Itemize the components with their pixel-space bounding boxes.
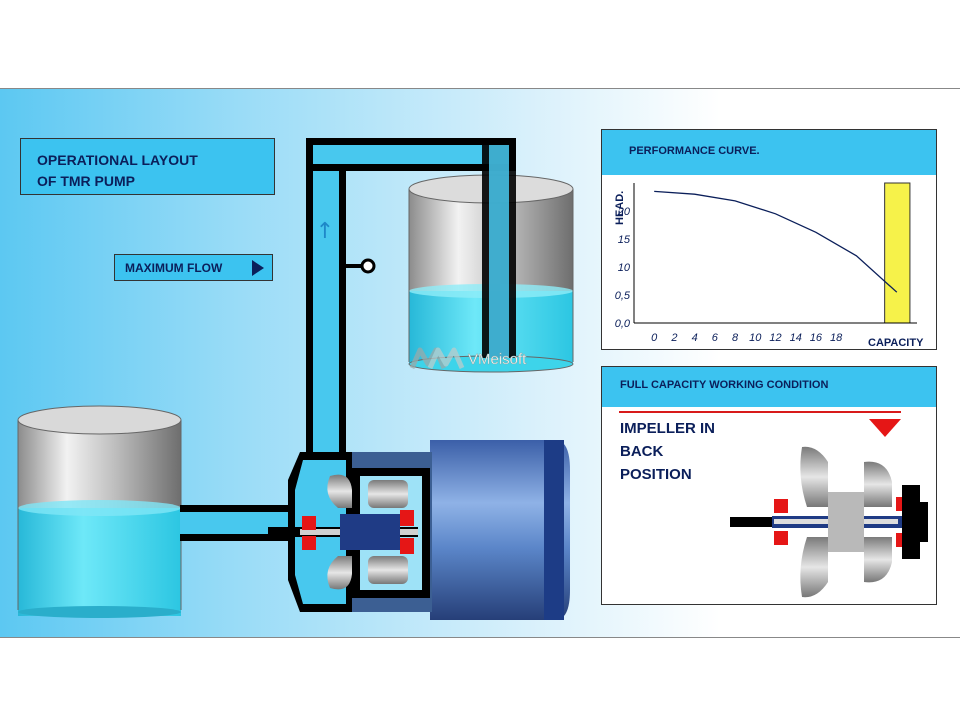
x-tick-label: 0 xyxy=(651,332,658,344)
y-tick-label: 20 xyxy=(617,206,631,218)
y-tick-label: 0,0 xyxy=(615,318,631,330)
svg-text:↑: ↑ xyxy=(316,219,334,244)
x-tick-label: 4 xyxy=(692,332,698,344)
impeller-line2: BACK xyxy=(620,443,664,460)
y-tick-label: 10 xyxy=(618,262,631,274)
red-indicator-line xyxy=(619,411,901,413)
condition-panel: FULL CAPACITY WORKING CONDITION IMPELLER… xyxy=(601,366,937,605)
vmeisoft-watermark xyxy=(409,347,465,370)
x-tick-label: 2 xyxy=(670,332,677,344)
pump-assembly xyxy=(268,440,570,620)
x-tick-label: 16 xyxy=(810,332,823,344)
performance-panel: PERFORMANCE CURVE. HEAD. CAPACITY 0,0 0,5… xyxy=(601,129,937,350)
y-tick-label: 0,5 xyxy=(615,290,631,302)
impeller-position-text: IMPELLER IN BACK POSITION xyxy=(620,417,715,486)
layout-title-line2: OF TMR PUMP xyxy=(37,173,135,189)
y-tick-label: 15 xyxy=(618,234,631,246)
performance-header: PERFORMANCE CURVE. xyxy=(602,130,936,175)
condition-header: FULL CAPACITY WORKING CONDITION xyxy=(602,367,936,407)
impeller-line1: IMPELLER IN xyxy=(620,420,716,437)
maximum-flow-label: MAXIMUM FLOW xyxy=(125,261,223,275)
x-tick-label: 14 xyxy=(790,332,802,344)
chart-x-label: CAPACITY xyxy=(868,337,924,349)
supply-tank xyxy=(17,405,182,618)
x-tick-label: 8 xyxy=(732,332,739,344)
x-tick-label: 12 xyxy=(769,332,781,344)
x-tick-label: 10 xyxy=(749,332,762,344)
watermark-text: VMeisoft xyxy=(468,351,527,368)
x-tick-label: 6 xyxy=(712,332,719,344)
maximum-flow-button[interactable]: MAXIMUM FLOW xyxy=(114,254,273,281)
chart-y-label: HEAD. xyxy=(614,191,626,225)
impeller-line3: POSITION xyxy=(620,466,692,483)
play-arrow-icon xyxy=(252,260,264,276)
capacity-band xyxy=(884,182,911,324)
layout-title-box: OPERATIONAL LAYOUT OF TMR PUMP xyxy=(20,138,275,195)
head-curve xyxy=(654,190,898,293)
x-tick-label: 18 xyxy=(830,332,843,344)
position-marker-icon xyxy=(869,419,901,437)
layout-title-line1: OPERATIONAL LAYOUT xyxy=(37,152,198,168)
impeller-detail xyxy=(730,419,928,598)
